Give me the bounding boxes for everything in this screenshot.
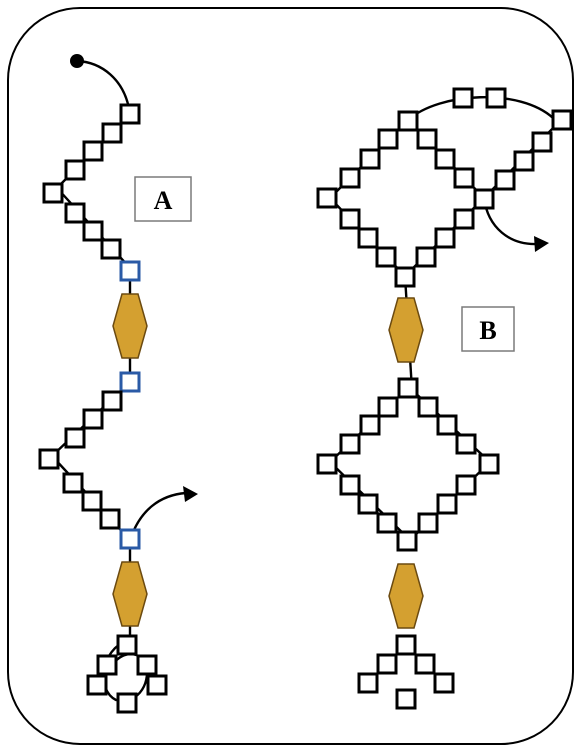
seed-bead [416, 128, 438, 150]
seed-bead [414, 653, 436, 675]
seed-bead [64, 159, 86, 181]
seed-bead [42, 182, 64, 204]
seed-bead [455, 433, 477, 455]
seed-bead [359, 414, 381, 436]
seed-bead [453, 167, 475, 189]
arrowhead-a [183, 486, 198, 502]
label-a: A [154, 186, 173, 215]
label-b: B [479, 316, 496, 345]
seed-bead [316, 187, 338, 209]
highlight-seed-bead [119, 528, 141, 550]
seed-bead [436, 493, 458, 515]
seed-bead [119, 103, 141, 125]
label-box-b [461, 306, 515, 352]
seed-bead [146, 674, 168, 696]
seed-bead [531, 131, 553, 153]
seed-bead [339, 474, 361, 496]
bugle-bead [388, 563, 424, 629]
seed-bead [82, 220, 104, 242]
seed-bead [357, 493, 379, 515]
thread-upper-diamond [328, 118, 486, 278]
seed-bead [434, 148, 456, 170]
seed-bead [396, 530, 418, 552]
arrowhead-b [534, 236, 549, 252]
seed-bead [99, 508, 121, 530]
seed-bead [415, 246, 437, 268]
highlight-seed-bead [119, 371, 141, 393]
seed-bead [64, 202, 86, 224]
label-box-a [134, 176, 192, 222]
seed-bead [357, 227, 379, 249]
seed-bead [81, 490, 103, 512]
seed-bead [339, 167, 361, 189]
seed-bead [417, 396, 439, 418]
seed-bead [417, 512, 439, 534]
seed-bead [359, 148, 381, 170]
seed-bead [82, 140, 104, 162]
seed-bead [397, 110, 419, 132]
seed-bead [551, 109, 573, 131]
seed-bead [377, 128, 399, 150]
seed-bead [101, 390, 123, 412]
seed-bead [316, 453, 338, 475]
seed-bead [473, 188, 495, 210]
seed-bead [82, 408, 104, 430]
seed-bead [395, 634, 417, 656]
seed-bead [357, 672, 379, 694]
seed-bead [339, 208, 361, 230]
seed-bead [478, 453, 500, 475]
bugle-bead [388, 297, 424, 363]
seed-bead [116, 634, 138, 656]
seed-bead [136, 654, 158, 676]
seed-bead [433, 672, 455, 694]
seed-bead [116, 692, 138, 714]
bugle-bead [112, 293, 148, 359]
seed-bead [375, 246, 397, 268]
thread-top-loop [406, 96, 555, 122]
seed-bead [395, 688, 417, 710]
seed-bead [376, 512, 398, 534]
seed-bead [377, 396, 399, 418]
seed-bead [376, 653, 398, 675]
seed-bead [339, 433, 361, 455]
seed-bead [455, 474, 477, 496]
thread-lower-diamond [328, 386, 492, 542]
highlight-seed-bead [119, 260, 141, 282]
seed-bead [101, 122, 123, 144]
seed-bead [397, 377, 419, 399]
seed-bead [436, 414, 458, 436]
bugle-bead [112, 561, 148, 627]
seed-bead [64, 427, 86, 449]
seed-bead [513, 150, 535, 172]
seed-bead [434, 227, 456, 249]
seed-bead [453, 208, 475, 230]
seed-bead [86, 674, 108, 696]
seed-bead [38, 448, 60, 470]
seed-bead [494, 169, 516, 191]
seed-bead [100, 238, 122, 260]
seed-bead [452, 87, 474, 109]
seed-bead [96, 654, 118, 676]
seed-bead [62, 472, 84, 494]
diagram-a: A [38, 54, 198, 714]
seed-bead [394, 266, 416, 288]
diagram-b: B [316, 87, 573, 710]
frame-border [7, 7, 574, 745]
seed-bead [485, 87, 507, 109]
